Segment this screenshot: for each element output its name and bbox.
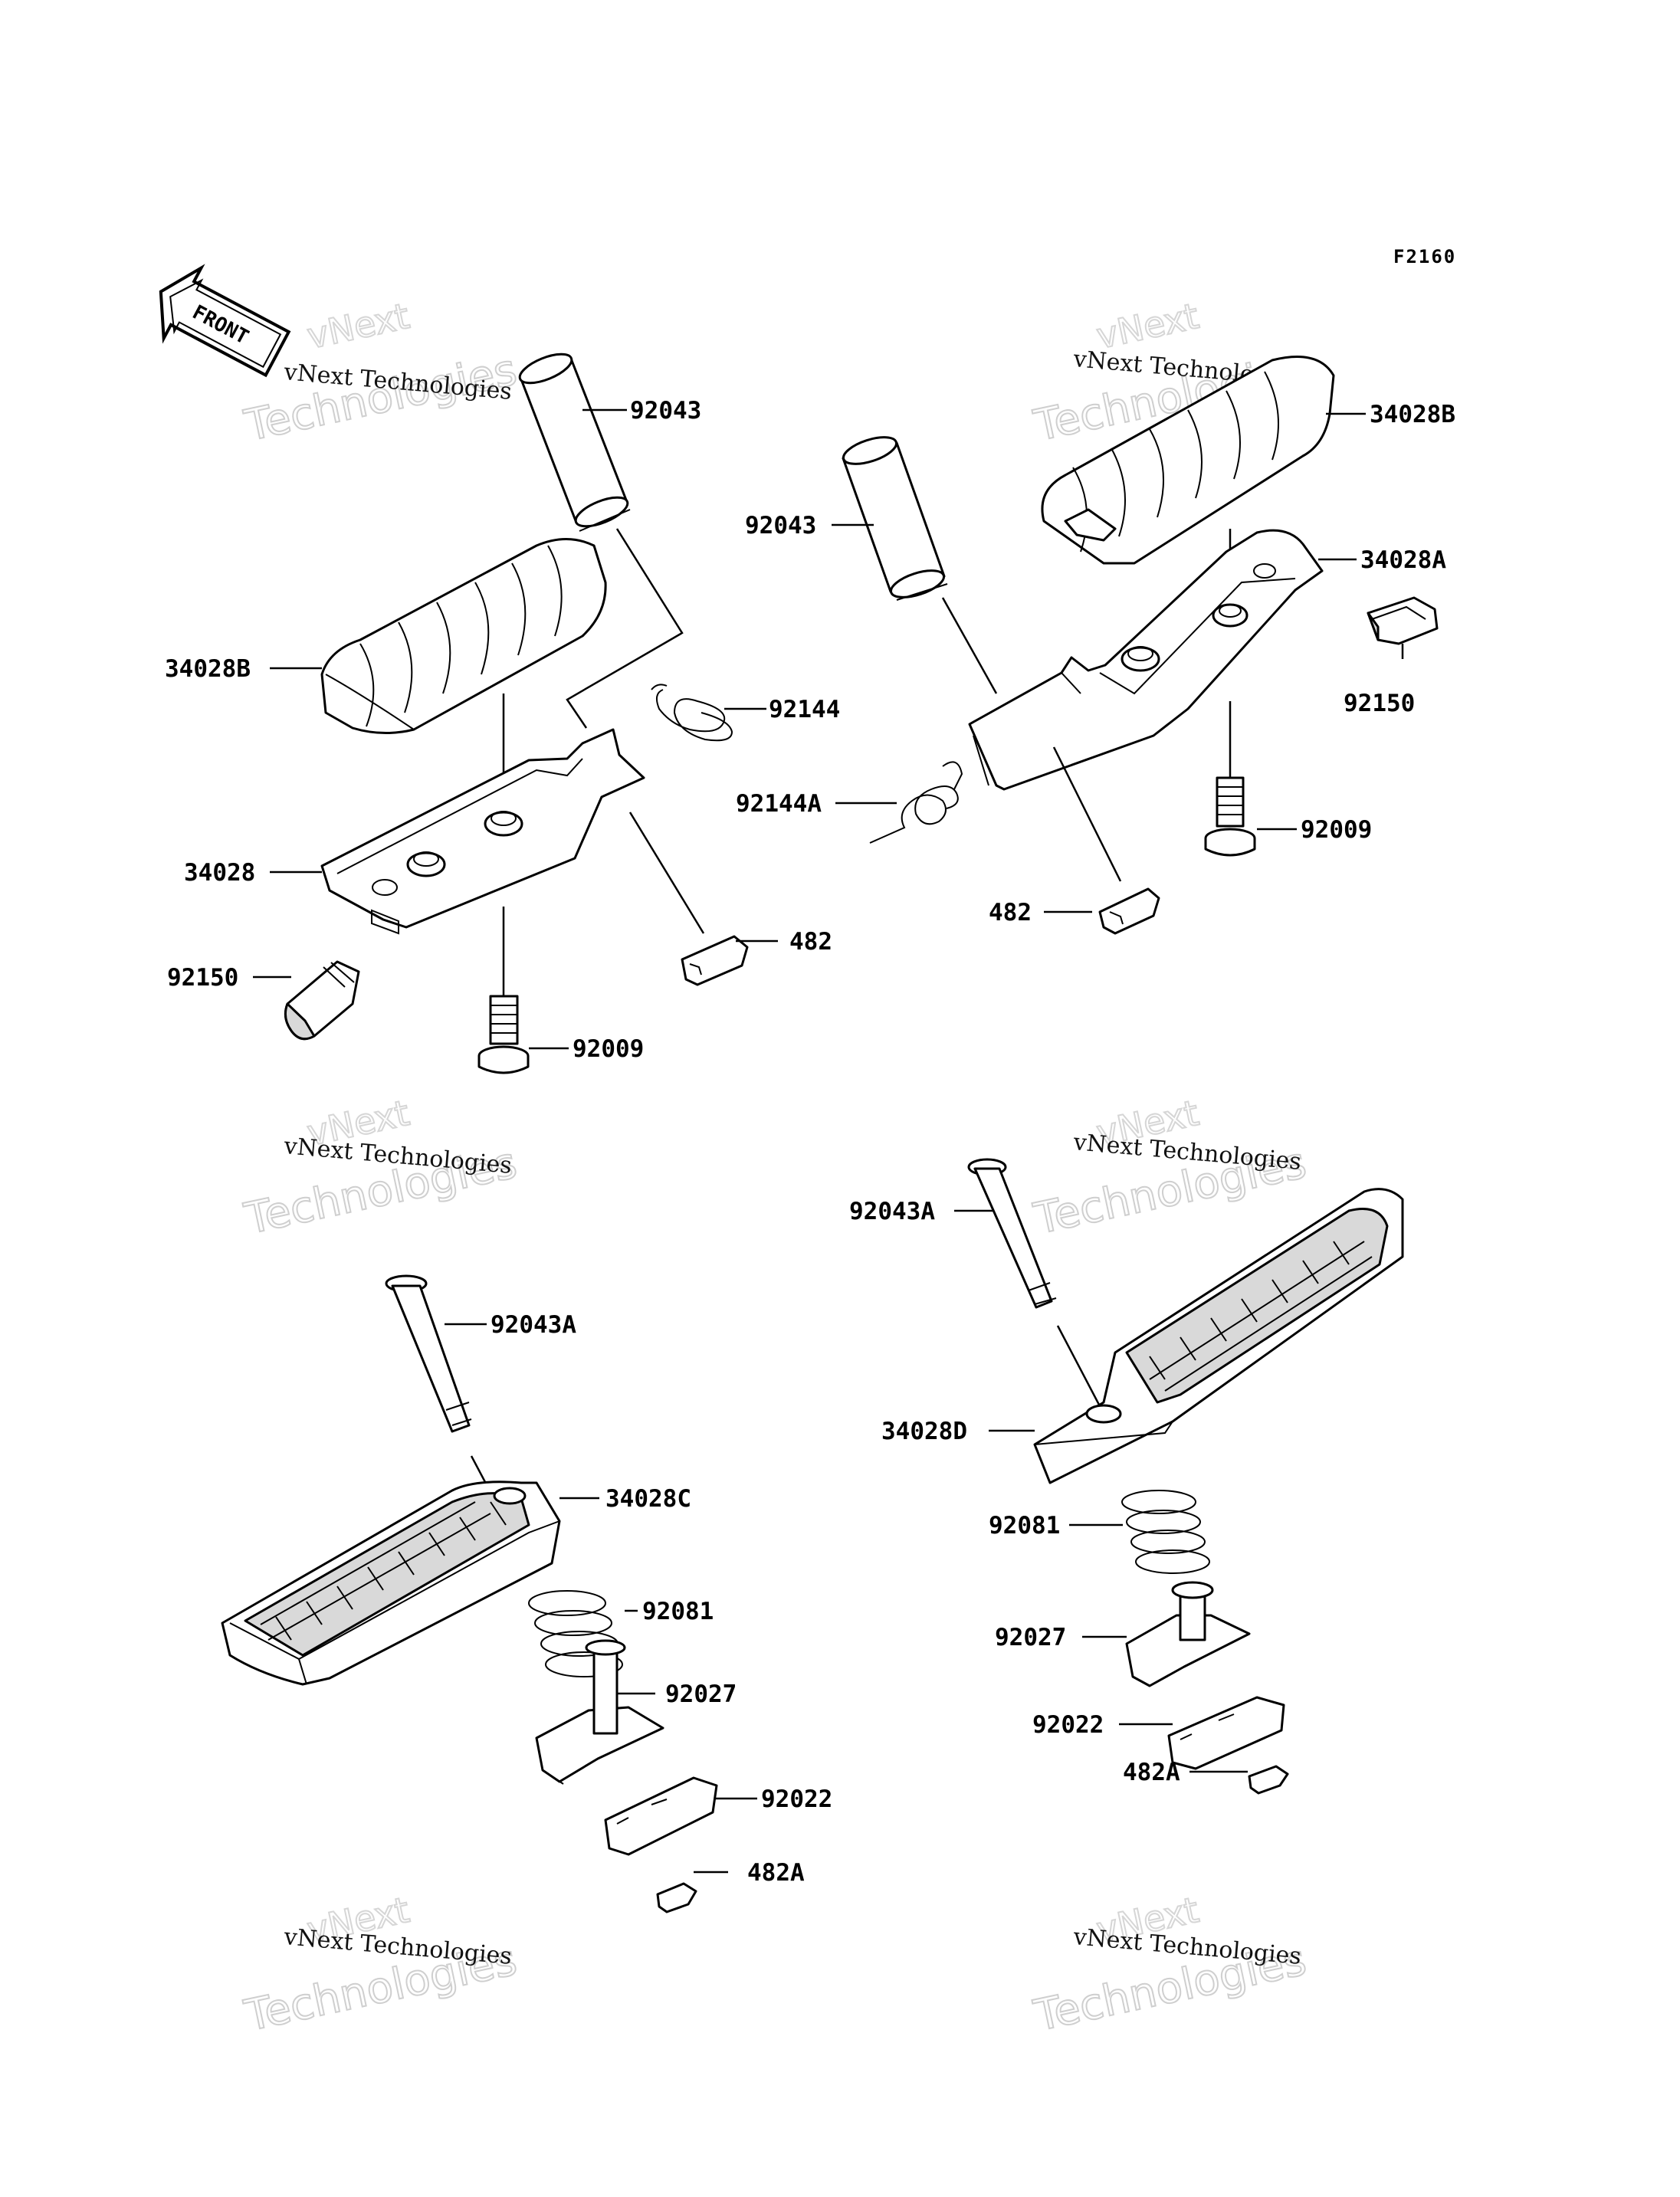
assembly-bottom-right bbox=[967, 1158, 1404, 1795]
bolt-92009-icon bbox=[1204, 776, 1256, 857]
washer-92022-icon bbox=[1167, 1696, 1285, 1770]
label-tl-92144: 92144 bbox=[769, 696, 840, 723]
label-tl-482: 482 bbox=[789, 928, 832, 956]
label-br-92081: 92081 bbox=[989, 1512, 1060, 1540]
watermark-bottom-left: vNext Technologies vNext Technologies bbox=[239, 1888, 521, 2042]
label-tl-92009: 92009 bbox=[573, 1035, 644, 1063]
watermark-top-left: vNext Technologies vNext Technologies bbox=[239, 294, 521, 452]
label-br-92022: 92022 bbox=[1032, 1711, 1104, 1739]
watermark-mid-right: vNext Technologies vNext Technologies bbox=[1029, 1091, 1311, 1245]
pin-92043A-icon bbox=[385, 1274, 472, 1433]
spring-92081-icon bbox=[1121, 1490, 1210, 1574]
label-bl-482A: 482A bbox=[747, 1859, 805, 1887]
footpeg-bracket-34028A-icon bbox=[968, 529, 1324, 791]
label-tr-92043: 92043 bbox=[745, 512, 816, 539]
clip-482-icon bbox=[1098, 887, 1160, 935]
footpeg-bracket-92027-icon bbox=[1125, 1581, 1251, 1687]
label-tr-92144A: 92144A bbox=[736, 790, 822, 818]
label-tl-34028B: 34028B bbox=[165, 655, 251, 683]
washer-92022-icon bbox=[604, 1776, 718, 1856]
spring-92144A-icon bbox=[869, 761, 963, 844]
label-tr-92009: 92009 bbox=[1301, 816, 1372, 844]
footpeg-rubber-34028B-icon bbox=[320, 538, 607, 734]
label-tl-92043: 92043 bbox=[630, 397, 701, 425]
bumper-92150-icon bbox=[1367, 596, 1439, 659]
watermark-word1: vNext bbox=[1093, 295, 1203, 357]
pin-92043-icon bbox=[842, 436, 948, 601]
spring-92144-icon bbox=[651, 684, 733, 742]
label-tr-92150: 92150 bbox=[1344, 690, 1415, 717]
assembly-bottom-left bbox=[221, 1274, 718, 1913]
footpeg-34028C-icon bbox=[221, 1481, 561, 1686]
watermark-word1: vNext bbox=[304, 295, 413, 357]
part-labels: 92043 34028B 92144 34028 482 92150 92009… bbox=[165, 397, 1455, 1887]
pin-92043-icon bbox=[518, 353, 631, 532]
clip-482-icon bbox=[681, 935, 749, 986]
pin-92043A-icon bbox=[967, 1158, 1057, 1309]
label-br-92043A: 92043A bbox=[849, 1198, 935, 1225]
footpeg-bracket-34028-icon bbox=[320, 728, 645, 935]
footpeg-rubber-34028B-icon bbox=[1041, 356, 1335, 565]
figure-id: F2160 bbox=[1393, 246, 1456, 267]
label-br-34028D: 34028D bbox=[881, 1418, 967, 1445]
label-br-92027: 92027 bbox=[995, 1624, 1066, 1651]
footpeg-34028D-icon bbox=[1033, 1188, 1404, 1484]
assembly-top-left bbox=[284, 353, 749, 1074]
label-bl-92027: 92027 bbox=[665, 1681, 737, 1708]
label-tr-34028A: 34028A bbox=[1360, 546, 1446, 574]
assembly-top-right bbox=[842, 356, 1439, 935]
clip-482A-icon bbox=[656, 1882, 697, 1913]
label-tr-482: 482 bbox=[989, 899, 1032, 926]
label-bl-92081: 92081 bbox=[642, 1598, 714, 1625]
clip-482A-icon bbox=[1248, 1765, 1289, 1795]
label-tr-34028B: 34028B bbox=[1370, 401, 1455, 428]
watermark-bottom-right: vNext Technologies vNext Technologies bbox=[1029, 1888, 1311, 2042]
label-bl-34028C: 34028C bbox=[605, 1485, 691, 1513]
footpeg-bracket-92027-icon bbox=[535, 1639, 664, 1785]
label-tl-34028: 34028 bbox=[184, 859, 255, 887]
label-bl-92022: 92022 bbox=[761, 1785, 832, 1813]
bolt-92009-icon bbox=[477, 995, 530, 1074]
leader-lines bbox=[253, 408, 1366, 1874]
label-tl-92150: 92150 bbox=[167, 964, 238, 992]
label-bl-92043A: 92043A bbox=[491, 1311, 576, 1339]
front-arrow-icon: FRONT bbox=[159, 264, 291, 378]
watermark-mid-left: vNext Technologies vNext Technologies bbox=[239, 1091, 521, 1245]
label-br-482A: 482A bbox=[1123, 1759, 1180, 1786]
bumper-92150-icon bbox=[284, 960, 360, 1041]
